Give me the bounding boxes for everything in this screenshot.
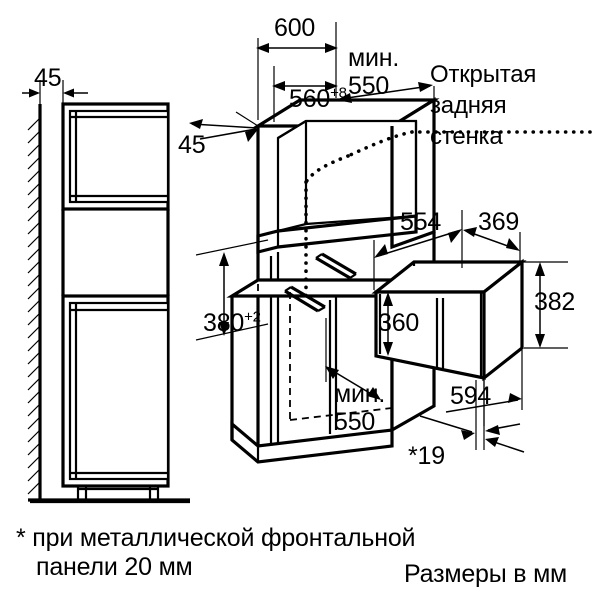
dim-380: [195, 239, 269, 341]
dim-560-value: 560: [288, 85, 331, 113]
open-back-note-line1: Открытая: [430, 61, 537, 88]
dim-label-554: 554: [400, 208, 442, 236]
dim-382: [524, 261, 568, 349]
dim-label-380: 380+2: [176, 281, 261, 365]
dim-19: [419, 380, 525, 453]
dim-label-560: 560+8: [262, 57, 347, 141]
dim-label-594: 594: [450, 382, 492, 410]
hidden-edges: [257, 128, 393, 430]
footnote-line1: * при металлической фронтальной: [16, 524, 416, 552]
dim-380-tolerance: +2: [244, 308, 261, 326]
dim-554: [373, 210, 463, 290]
niche-cabinet-group: [226, 97, 440, 464]
dim-label-top-45: 45: [178, 131, 206, 159]
dim-369: [463, 227, 521, 262]
dim-interior-min-550: [325, 318, 381, 400]
dim-600: [256, 43, 338, 53]
dim-label-min-550-interior: 550: [334, 408, 376, 436]
dim-label-min-prefix-interior: мин.: [334, 380, 386, 408]
dim-wall-gap-45: [22, 80, 88, 104]
dim-top-45: [189, 111, 259, 142]
dim-label-min-550-top: 550: [348, 72, 390, 100]
appliance-unit: [371, 258, 527, 382]
dim-label-369: 369: [478, 208, 520, 236]
dim-label-600: 600: [274, 14, 316, 42]
open-back-leader: [304, 130, 592, 302]
cabinet-legs: [76, 486, 160, 500]
side-view-cabinet: [61, 102, 170, 500]
dim-560-tolerance: +8: [330, 84, 347, 102]
dim-label-360: 360: [378, 309, 420, 337]
appliance-front-face: [482, 258, 524, 382]
dim-560: [272, 81, 338, 91]
wall-group: [27, 104, 190, 502]
dim-min-550-depth: [337, 82, 433, 103]
dim-360: [383, 292, 393, 356]
dim-label-19: *19: [408, 442, 445, 470]
open-back-note-line3: стенка: [430, 123, 503, 150]
wall-hatching: [27, 117, 41, 495]
dim-label-min-prefix-top: мин.: [348, 44, 400, 72]
units-note: Размеры в мм: [404, 560, 568, 588]
dim-label-wall-gap-45: 45: [34, 64, 62, 92]
runner-rails: [284, 252, 357, 313]
footnote-line2: панели 20 мм: [36, 553, 193, 581]
open-back-note-line2: задняя: [430, 92, 507, 119]
dim-label-382: 382: [534, 288, 576, 316]
dim-380-value: 380: [202, 309, 245, 337]
